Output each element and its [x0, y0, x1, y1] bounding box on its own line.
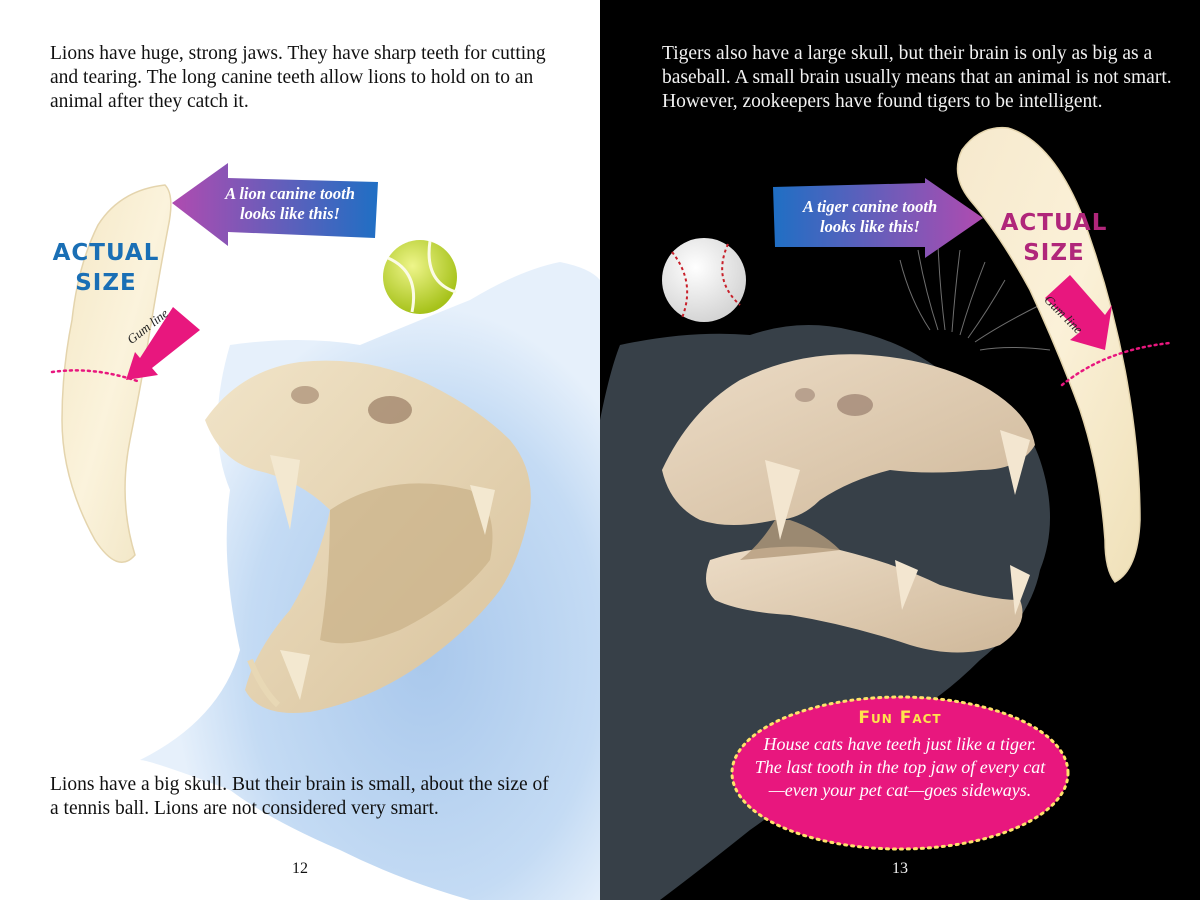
fun-fact-title: Fun Fact	[858, 708, 942, 728]
tiger-arrow-label-line1: A tiger canine tooth	[802, 197, 938, 216]
page-number-right: 13	[892, 860, 908, 877]
tiger-actual-line1: ACTUAL	[1000, 210, 1108, 236]
lion-actual-line1: ACTUAL	[52, 240, 160, 266]
tennis-ball-icon	[383, 240, 457, 314]
tiger-arrow	[773, 178, 983, 258]
page-number-left: 12	[292, 860, 308, 877]
tiger-arrow-label: A tiger canine tooth looks like this!	[775, 197, 965, 237]
tiger-canine-tooth	[956, 126, 1172, 583]
tiger-arrow-label-line2: looks like this!	[820, 217, 920, 236]
whiskers	[899, 244, 1051, 351]
fun-fact-text: House cats have teeth just like a tiger.…	[754, 734, 1046, 800]
lion-actual-line2: SIZE	[75, 270, 137, 296]
lion-illustration	[50, 163, 600, 900]
lion-bottom-text: Lions have a big skull. But their brain …	[50, 774, 549, 819]
lion-arrow	[172, 163, 378, 246]
tiger-illustration	[600, 126, 1172, 900]
tiger-gum-arrow	[1045, 275, 1112, 350]
left-page: Lions have huge, strong jaws. They have …	[46, 43, 600, 900]
lion-arrow-label-line2: looks like this!	[240, 204, 340, 223]
lion-arrow-label: A lion canine tooth looks like this!	[200, 184, 380, 224]
tiger-intro-text: Tigers also have a large skull, but thei…	[662, 43, 1172, 112]
baseball-icon	[662, 238, 746, 322]
lion-skull-icon	[205, 360, 531, 714]
tiger-actual-line2: SIZE	[1023, 240, 1085, 266]
lion-arrow-label-line1: A lion canine tooth	[225, 184, 355, 203]
tiger-actual-size-label: ACTUAL SIZE	[994, 208, 1114, 268]
right-page: Tigers also have a large skull, but thei…	[600, 0, 1200, 900]
lion-actual-size-label: ACTUAL SIZE	[46, 238, 166, 298]
tiger-skull-icon	[662, 354, 1035, 653]
fun-fact-bubble	[730, 695, 1070, 851]
lion-intro-text: Lions have huge, strong jaws. They have …	[50, 43, 546, 112]
lion-gum-arrow	[126, 307, 200, 380]
